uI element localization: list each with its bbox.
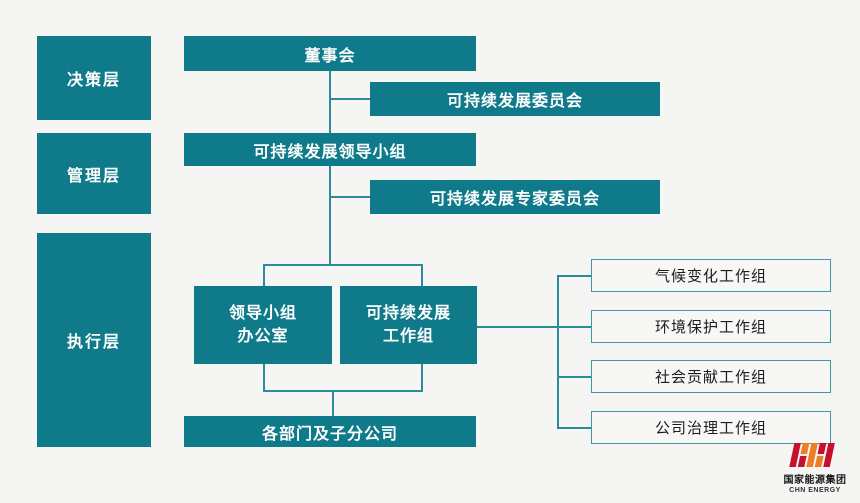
node-expert-committee-label: 可持续发展专家委员会 — [429, 191, 600, 208]
node-working-group-governance[interactable]: 公司治理工作组 — [591, 411, 831, 444]
node-departments-label: 各部门及子分公司 — [261, 425, 398, 443]
layer-label-decision: 决策层 — [66, 72, 121, 89]
connector-bus-to-wg-1 — [557, 275, 592, 277]
node-departments-and-subsidiaries[interactable]: 各部门及子分公司 — [184, 416, 476, 447]
node-sd-leading-group[interactable]: 可持续发展领导小组 — [184, 133, 476, 166]
logo-text-cn: 国家能源集团 — [783, 475, 847, 486]
node-sd-working-group-label-line1: 可持续发展 — [365, 304, 451, 322]
node-working-group-climate[interactable]: 气候变化工作组 — [591, 259, 831, 292]
node-sd-committee-label: 可持续发展委员会 — [446, 93, 583, 110]
connector-bus-to-wg-3 — [557, 376, 592, 378]
connector-workgroup-bus — [557, 275, 559, 427]
node-board-of-directors[interactable]: 董事会 — [184, 36, 476, 71]
node-working-group-social[interactable]: 社会贡献工作组 — [591, 360, 831, 393]
connector-workgroup-down — [421, 364, 423, 392]
node-leading-group-office[interactable]: 领导小组 办公室 — [194, 286, 332, 364]
connector-exec-split-right — [421, 264, 423, 286]
layer-label-execution: 执行层 — [66, 334, 121, 351]
node-board-label: 董事会 — [304, 47, 356, 65]
working-group-label-climate: 气候变化工作组 — [654, 268, 767, 285]
company-logo: 国家能源集团 CHN ENERGY — [775, 440, 855, 498]
node-sd-working-group-label-line2: 工作组 — [382, 328, 434, 345]
node-working-group-environment[interactable]: 环境保护工作组 — [591, 310, 831, 343]
node-sd-expert-committee[interactable]: 可持续发展专家委员会 — [370, 180, 660, 214]
connector-office-down — [263, 364, 265, 392]
working-group-label-social: 社会贡献工作组 — [654, 369, 767, 386]
node-leading-group-office-label-line2: 办公室 — [237, 328, 289, 345]
working-group-label-environment: 环境保护工作组 — [654, 319, 767, 336]
node-sd-committee[interactable]: 可持续发展委员会 — [370, 82, 660, 116]
node-sd-working-group[interactable]: 可持续发展 工作组 — [340, 286, 477, 364]
layer-band-execution: 执行层 — [37, 233, 151, 447]
connector-board-to-leading-group — [329, 71, 331, 135]
connector-exec-split-bar — [263, 264, 423, 266]
connector-exec-merge-bar — [263, 390, 423, 392]
connector-workgroup-to-bus — [477, 326, 559, 328]
layer-band-management: 管理层 — [37, 133, 151, 214]
connector-to-expert-committee — [329, 196, 371, 198]
working-group-label-governance: 公司治理工作组 — [654, 420, 767, 437]
layer-band-decision: 决策层 — [37, 36, 151, 120]
connector-to-sd-committee — [329, 98, 371, 100]
connector-bus-to-wg-2 — [557, 326, 592, 328]
connector-merge-to-departments — [332, 390, 334, 416]
connector-leading-group-down — [329, 165, 331, 265]
connector-bus-to-wg-4 — [557, 427, 592, 429]
connector-exec-split-left — [263, 264, 265, 286]
layer-label-management: 管理层 — [66, 167, 121, 185]
chn-energy-logo-icon — [789, 443, 835, 467]
logo-text-en: CHN ENERGY — [789, 487, 841, 494]
node-leading-group-label: 可持续发展领导小组 — [253, 143, 407, 161]
node-leading-group-office-label-line1: 领导小组 — [228, 304, 297, 322]
